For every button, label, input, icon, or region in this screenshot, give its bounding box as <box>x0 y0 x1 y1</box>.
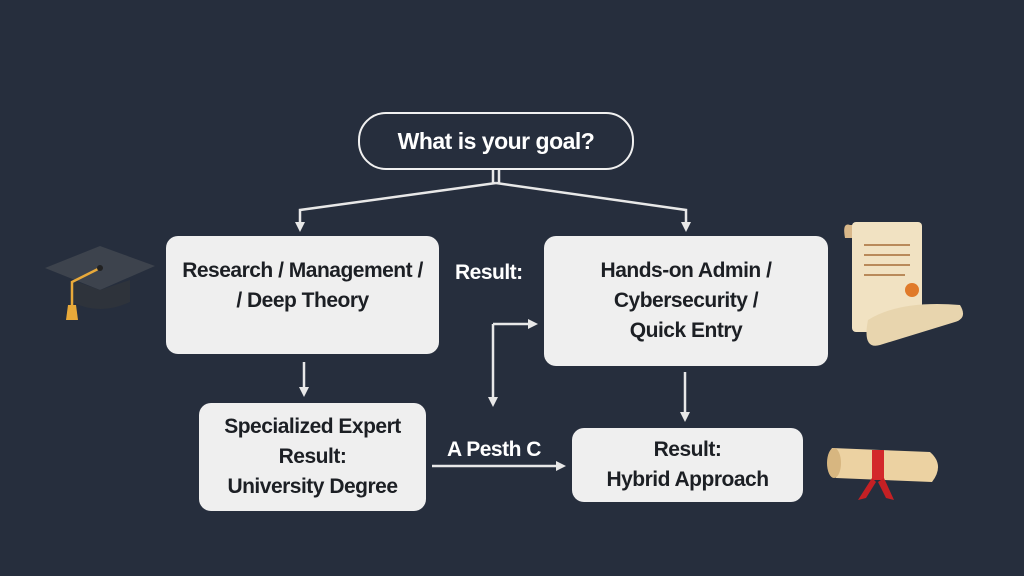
theory-node: Research / Management / / Deep Theory <box>166 236 439 354</box>
degree-node: Specialized Expert Result: University De… <box>199 403 426 511</box>
practical-node: Hands-on Admin / Cybersecurity / Quick E… <box>544 236 828 366</box>
result-label: Result: <box>455 261 523 284</box>
arrow-goal-to-theory <box>295 181 497 232</box>
goal-question-node: What is your goal? <box>358 112 634 170</box>
arrow-goal-to-practical <box>495 181 691 232</box>
hybrid-node: Result: Hybrid Approach <box>572 428 803 502</box>
path-label: A Pesth C <box>447 438 541 461</box>
arrow-goal-stem <box>491 168 501 183</box>
